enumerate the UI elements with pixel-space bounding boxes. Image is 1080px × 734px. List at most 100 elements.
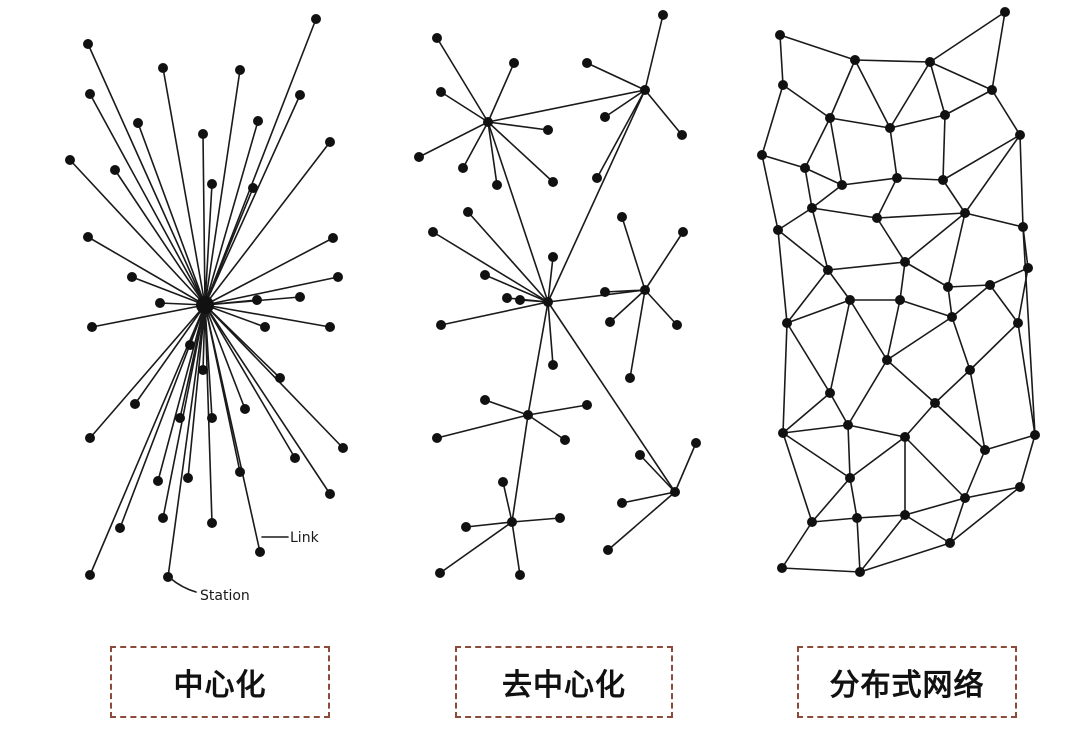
mesh-link-line — [854, 59, 891, 129]
link-line — [202, 304, 206, 371]
link-line — [91, 304, 206, 328]
mesh-link-line — [804, 167, 813, 209]
station-node — [183, 473, 193, 483]
caption-decentralized: 去中心化 — [455, 646, 673, 718]
station-node — [603, 545, 613, 555]
mesh-link-line — [951, 316, 971, 371]
station-label: Station — [200, 588, 250, 604]
link-line — [487, 121, 498, 186]
mesh-link-line — [949, 486, 1021, 544]
station-node — [548, 252, 558, 262]
station-node — [127, 272, 137, 282]
station-node — [461, 522, 471, 532]
mesh-link-line — [829, 59, 856, 119]
mesh-node — [825, 113, 835, 123]
link-line — [609, 289, 646, 323]
mesh-node — [985, 280, 995, 290]
mesh-link-line — [782, 424, 849, 434]
link-line — [674, 442, 697, 493]
station-node — [235, 467, 245, 477]
link-line — [527, 404, 588, 416]
mesh-link-line — [904, 212, 966, 263]
station-node — [328, 233, 338, 243]
link-line — [204, 304, 213, 524]
mesh-link-line — [761, 84, 784, 156]
link-line — [204, 237, 334, 306]
mesh-link-line — [991, 89, 1021, 136]
station-node — [163, 572, 173, 582]
mesh-link-line — [859, 514, 906, 573]
mesh-node — [845, 473, 855, 483]
mesh-link-line — [889, 127, 898, 179]
mesh-link-line — [942, 134, 1021, 181]
hub-link-line — [527, 301, 549, 416]
mesh-node — [825, 388, 835, 398]
station-node — [248, 183, 258, 193]
mesh-node — [895, 295, 905, 305]
station-node — [582, 58, 592, 68]
mesh-link-line — [811, 477, 851, 523]
station-node — [600, 287, 610, 297]
mesh-link-line — [781, 567, 861, 573]
mesh-link-line — [859, 542, 951, 573]
station-node — [158, 63, 168, 73]
station-node — [515, 295, 525, 305]
mesh-node — [778, 428, 788, 438]
mesh-link-line — [761, 154, 806, 169]
link-line — [527, 414, 566, 441]
mesh-link-line — [829, 392, 849, 426]
station-node — [110, 165, 120, 175]
mesh-link-line — [811, 207, 878, 219]
central-hub-node — [196, 296, 214, 314]
mesh-node — [850, 55, 860, 65]
link-line — [644, 89, 683, 136]
station-node — [311, 14, 321, 24]
link-line — [465, 521, 513, 528]
caption-distributed: 分布式网络 — [797, 646, 1017, 718]
link-line — [604, 89, 646, 118]
hub-link-line — [547, 89, 646, 303]
mesh-link-line — [904, 514, 951, 544]
mesh-node — [900, 510, 910, 520]
mesh-link-line — [989, 284, 1019, 324]
link-line — [87, 236, 206, 306]
station-node — [678, 227, 688, 237]
station-node — [548, 177, 558, 187]
mesh-node — [938, 175, 948, 185]
mesh-link-line — [896, 177, 944, 181]
mesh-link-line — [964, 212, 1024, 228]
link-line — [204, 94, 301, 306]
mesh-link-line — [847, 359, 888, 426]
station-node — [295, 292, 305, 302]
mesh-node — [943, 282, 953, 292]
mesh-link-line — [856, 514, 906, 519]
mesh-link-line — [904, 497, 966, 516]
mesh-node — [980, 445, 990, 455]
link-line — [502, 481, 513, 523]
mesh-link-line — [991, 11, 1006, 91]
mesh-node — [945, 538, 955, 548]
link-line — [586, 62, 646, 91]
station-node — [435, 568, 445, 578]
distributed-network — [757, 7, 1040, 577]
link-line — [547, 256, 554, 303]
mesh-node — [852, 513, 862, 523]
mesh-node — [900, 432, 910, 442]
hub-node — [670, 487, 680, 497]
link-line — [484, 274, 549, 303]
mesh-node — [960, 493, 970, 503]
link-line — [547, 301, 554, 366]
station-node — [560, 435, 570, 445]
mesh-link-line — [949, 497, 966, 544]
decentralized-network — [414, 10, 701, 580]
station-node — [605, 317, 615, 327]
station-node — [235, 65, 245, 75]
link-line — [639, 454, 676, 493]
link-line — [162, 67, 206, 306]
mesh-link-line — [876, 217, 906, 263]
mesh-link-line — [782, 392, 831, 434]
station-node — [414, 152, 424, 162]
mesh-link-line — [886, 316, 953, 361]
mesh-link-line — [804, 117, 831, 169]
